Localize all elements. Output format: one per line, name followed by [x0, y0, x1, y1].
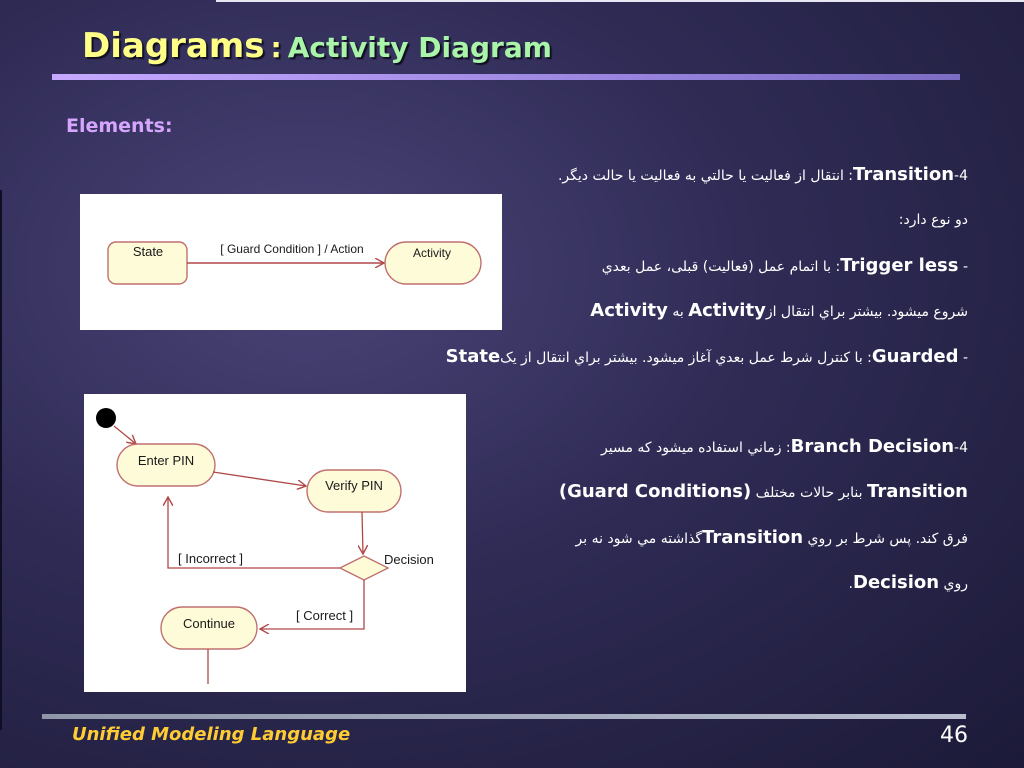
text-line-2: دو نوع دارد:: [898, 212, 968, 228]
line9-text: روي: [943, 576, 968, 592]
term-state: State: [445, 346, 501, 367]
term-activity-2: Activity: [590, 300, 668, 321]
text-line-8: فرق كند. پس شرط بر روي Transitionگذاشته …: [576, 527, 968, 548]
term-transition-2: Transition: [867, 481, 968, 502]
verify-pin-label: Verify PIN: [325, 478, 383, 493]
line7-text: بنابر حالات مختلف: [755, 485, 863, 501]
incorrect-flow-arrow: [168, 497, 340, 569]
term-trigger-less: Trigger less: [840, 255, 959, 276]
line4-text: شروع ميشود. بيشتر براي انتقال از: [765, 304, 968, 320]
decision-node: [338, 555, 390, 581]
line9-end: .: [848, 576, 853, 592]
term-activity-1: Activity: [688, 300, 766, 321]
term-guarded: Guarded: [871, 346, 959, 367]
transition-guard-label: [ Guard Condition ] / Action: [220, 242, 363, 256]
page-number: 46: [940, 723, 968, 748]
branch-decision-diagram: Enter PIN Verify PIN Decision [ Incorrec…: [84, 394, 466, 692]
verify-to-decision-arrow: [362, 511, 363, 554]
correct-flow-arrow: [260, 580, 365, 629]
line3-dash: -: [962, 259, 968, 275]
text-line-6: 4-Branch Decision: زماني استفاده ميشود ك…: [601, 436, 968, 457]
term-transition: Transition: [853, 164, 955, 185]
title-sub: Activity Diagram: [287, 31, 552, 64]
line8-rest: گذاشته مي شود نه بر: [575, 531, 703, 547]
line8-text: فرق كند. پس شرط بر روي: [807, 531, 968, 547]
line4-mid: به: [672, 304, 684, 320]
line1-text: : انتقال از فعاليت يا حالتي به فعاليت يا…: [557, 168, 854, 184]
line6-text: : زماني استفاده ميشود كه مسير: [601, 440, 791, 456]
slide-title: Diagrams:Activity Diagram: [82, 26, 552, 66]
title-main: Diagrams: [82, 26, 265, 66]
activity-node: [384, 241, 482, 285]
footer-rule: [42, 714, 966, 719]
line3-text: : با اتمام عمل (فعاليت) قبلی، عمل بعدي: [601, 259, 841, 275]
term-guard-conditions: (Guard Conditions): [558, 481, 752, 502]
verify-pin-node: [306, 469, 402, 513]
elements-label: Elements:: [66, 115, 173, 137]
decision-label: Decision: [384, 552, 434, 567]
incorrect-guard-label: [ Incorrect ]: [178, 551, 243, 566]
activity-node-label: Activity: [413, 246, 451, 260]
text-line-9: روي Decision.: [849, 572, 968, 593]
enter-to-verify-arrow: [212, 471, 306, 486]
text-line-7: Transition بنابر حالات مختلف (Guard Cond…: [559, 481, 968, 502]
top-rule: [216, 0, 1024, 2]
initial-node: [96, 408, 116, 428]
footer-course-name: Unified Modeling Language: [72, 724, 351, 745]
enter-pin-label: Enter PIN: [138, 453, 194, 468]
term-transition-3: Transition: [702, 527, 804, 548]
title-underline: [52, 74, 960, 80]
text-line-1: 4-Transition: انتقال از فعاليت يا حالتي …: [558, 164, 968, 185]
term-branch-decision: Branch Decision: [790, 436, 955, 457]
term-decision: Decision: [853, 572, 940, 593]
transition-diagram: State Activity [ Guard Condition ] / Act…: [80, 194, 502, 330]
continue-label: Continue: [183, 616, 235, 631]
line1-number: 4-: [954, 168, 968, 184]
left-edge: [0, 190, 2, 730]
state-node-label: State: [133, 244, 163, 259]
line5-text: : با كنترل شرط عمل بعدي آغاز ميشود. بيشت…: [500, 350, 872, 366]
line6-number: 4-: [954, 440, 968, 456]
continue-node: [160, 606, 258, 650]
enter-pin-node: [116, 443, 216, 487]
line5-dash: -: [962, 350, 968, 366]
text-line-4: شروع ميشود. بيشتر براي انتقال ازActivity…: [590, 300, 968, 321]
initial-to-enter-arrow: [113, 425, 136, 444]
title-separator: :: [270, 31, 282, 64]
correct-guard-label: [ Correct ]: [296, 608, 353, 623]
text-line-3: - Trigger less: با اتمام عمل (فعاليت) قب…: [602, 255, 968, 276]
text-line-5: - Guarded: با كنترل شرط عمل بعدي آغاز مي…: [446, 346, 968, 367]
